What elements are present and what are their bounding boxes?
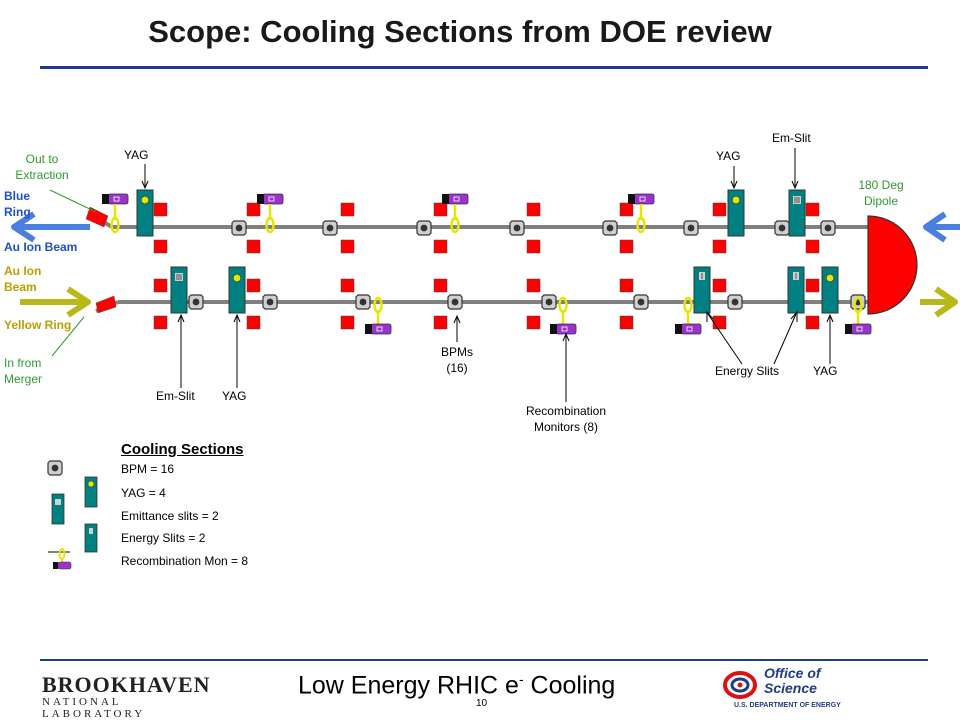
em-slit-bottom-label: Em-Slit <box>156 389 195 403</box>
bnl-logo-name: BROOKHAVEN <box>42 672 211 697</box>
emittance-slits <box>170 189 806 314</box>
dipole-label: 180 Deg Dipole <box>858 178 904 208</box>
legend-item-bpm: BPM = 16 <box>121 462 175 476</box>
legend-yag-icon <box>84 476 98 508</box>
legend-energy-slit-icon <box>84 523 98 553</box>
callout-arrows <box>141 148 834 402</box>
legend-item-energy-slits: Energy Slits = 2 <box>121 531 206 545</box>
office-of-science-logo: Office of Science U.S. DEPARTMENT OF ENE… <box>722 666 862 714</box>
yag-top-right-label: YAG <box>716 149 741 163</box>
yag-screens <box>136 189 839 314</box>
office-of-science-text: Office of Science <box>764 665 821 696</box>
yellow-ring-out-arrow <box>920 286 958 318</box>
cooling-section-diagram <box>11 148 960 402</box>
blue-ring-label: Blue Ring <box>4 189 31 219</box>
solenoid-magnets <box>153 202 820 330</box>
yag-bottom-right-label: YAG <box>813 364 838 378</box>
doe-swirl-icon <box>723 671 757 699</box>
merger-kicker <box>95 295 117 314</box>
doe-dept-text: U.S. DEPARTMENT OF ENERGY <box>734 702 841 709</box>
title-rule <box>40 66 928 69</box>
legend-item-emittance-slits: Emittance slits = 2 <box>121 509 219 523</box>
bnl-logo: BROOKHAVEN NATIONAL LABORATORY <box>42 672 222 720</box>
yellow-ring-label: Yellow Ring <box>4 318 72 332</box>
legend-bpm-icon <box>47 460 63 476</box>
bnl-logo-subtitle: NATIONAL LABORATORY <box>42 696 146 720</box>
extraction-kicker <box>85 206 109 228</box>
blue-ring-out-arrow <box>11 211 90 243</box>
em-slit-top-label: Em-Slit <box>772 131 811 145</box>
au-ion-beam-left-label: Au Ion Beam <box>4 264 42 294</box>
page-number: 10 <box>476 698 488 709</box>
bpm-markers <box>188 220 866 310</box>
blue-ring-in-arrow <box>923 211 960 243</box>
yellow-ring-in-arrow <box>20 286 91 318</box>
legend-item-yag: YAG = 4 <box>121 486 166 500</box>
recombination-monitors <box>100 192 873 336</box>
recombination-label: Recombination Monitors (8) <box>525 404 607 434</box>
energy-slits-label: Energy Slits <box>715 364 780 378</box>
yag-bottom-left-label: YAG <box>222 389 247 403</box>
legend-title: Cooling Sections <box>121 441 244 458</box>
au-ion-beam-top-label: Au Ion Beam <box>4 240 78 254</box>
in-from-merger-label: In from Merger <box>4 356 43 386</box>
yag-top-left-label: YAG <box>124 148 149 162</box>
out-to-extraction-label: Out to Extraction <box>15 152 69 182</box>
green-callouts <box>49 189 97 357</box>
legend-icons <box>47 460 98 570</box>
energy-slits <box>693 266 805 314</box>
legend-recomb-icon <box>48 548 72 570</box>
bpms-label: BPMs (16) <box>440 345 473 375</box>
footer-rule <box>40 659 928 661</box>
legend-item-recombination: Recombination Mon = 8 <box>121 554 249 568</box>
page-title: Scope: Cooling Sections from DOE review <box>148 14 772 49</box>
dipole-magnet <box>867 215 918 315</box>
legend-em-slit-icon <box>51 493 65 525</box>
footer-title: Low Energy RHIC e- Cooling <box>298 671 616 700</box>
